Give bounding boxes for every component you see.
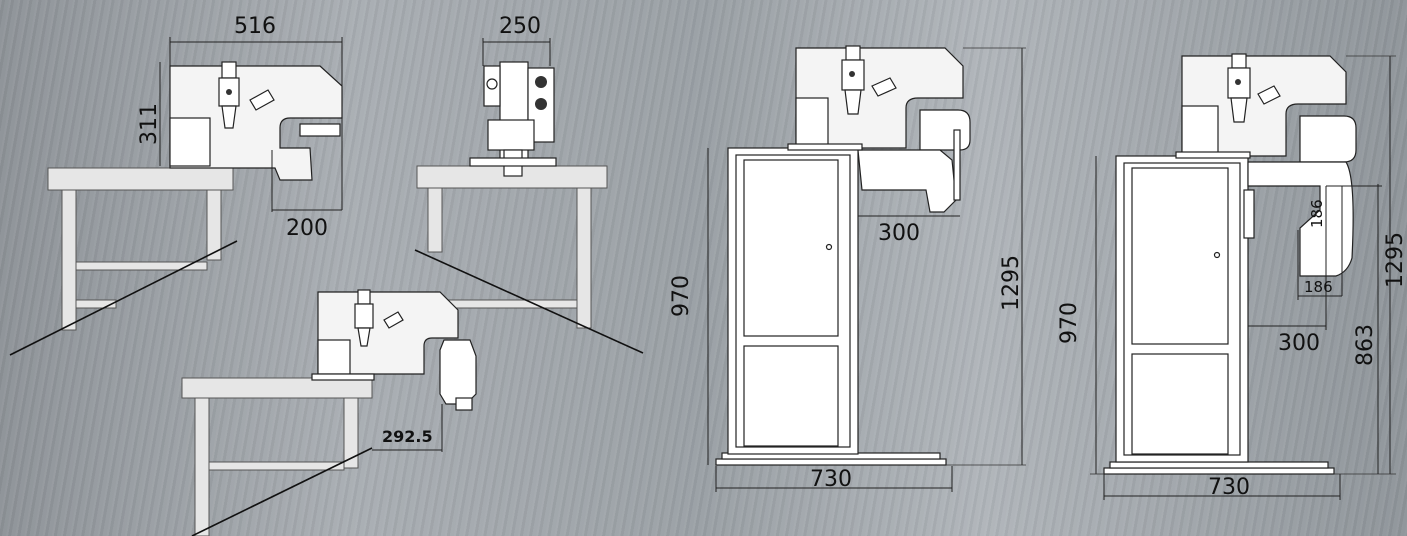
table-leg [194, 397, 210, 536]
machine-body [169, 65, 343, 181]
machine-base [469, 157, 557, 167]
dim-label: 863 [1353, 324, 1378, 366]
gauge-icon [486, 78, 498, 90]
table-leg [61, 189, 77, 331]
table-top [47, 167, 234, 191]
dim-label: 300 [878, 221, 920, 246]
machine-body [1181, 55, 1347, 157]
base-plate [715, 458, 947, 466]
dim-label: 186 [1304, 278, 1333, 296]
table-top [181, 377, 373, 399]
valve [383, 311, 404, 329]
cut-line [414, 249, 644, 354]
lower-horn [857, 149, 957, 213]
dim-label: 311 [137, 103, 162, 145]
gauge-icon [1235, 79, 1241, 85]
view-stand-left: 730 970 1295 300 [669, 45, 1026, 492]
view-offset-table: 292.5 [181, 289, 477, 536]
cylinder-cap [1231, 53, 1247, 69]
view-side-table: 516 311 200 [9, 14, 343, 356]
cabinet-door-lower [1131, 353, 1229, 455]
rod [953, 129, 961, 201]
table-rail [208, 461, 345, 471]
mount-plate [1175, 151, 1251, 159]
table-rail [75, 261, 208, 271]
dim-label: 292.5 [382, 427, 433, 446]
dim-label: 1295 [999, 255, 1024, 311]
cylinder [354, 303, 374, 329]
knob-icon [535, 76, 547, 88]
dim-label: 730 [810, 467, 852, 492]
lower-arm [299, 123, 341, 137]
machine-body [317, 291, 459, 375]
table-rail [75, 299, 117, 309]
machine-base [1181, 105, 1219, 155]
base-frame [1109, 461, 1329, 469]
table-rail [441, 299, 578, 309]
valve [249, 89, 275, 111]
cylinder-cap [221, 61, 237, 79]
gauge-icon [849, 71, 855, 77]
dim-label: 200 [286, 216, 328, 241]
cylinder-cap [845, 45, 861, 61]
cabinet-door-upper [743, 159, 839, 337]
offset-head [919, 109, 971, 151]
machine-base [795, 97, 829, 147]
electrode [221, 105, 237, 129]
table-leg [576, 187, 592, 329]
cut-line [9, 240, 238, 356]
electrode-lower [455, 397, 473, 411]
offset-head [439, 339, 477, 405]
mount-plate [311, 373, 375, 381]
mount-plate [787, 143, 863, 151]
electrode [1230, 97, 1248, 123]
knob-icon [535, 98, 547, 110]
gauge-icon [226, 89, 232, 95]
cylinder-cap [357, 289, 371, 305]
valve [871, 77, 897, 97]
dim-label: 1295 [1383, 232, 1407, 288]
dim-label: 970 [669, 275, 694, 317]
table-leg [427, 187, 443, 253]
lower-horn [1247, 161, 1354, 277]
machine-base [317, 339, 351, 375]
door-knob-icon [825, 243, 833, 251]
table-leg [206, 189, 222, 261]
side-handle [1243, 189, 1255, 239]
cabinet-door-lower [743, 345, 839, 447]
valve [1257, 85, 1281, 105]
door-knob-icon [1213, 251, 1221, 259]
machine-body [795, 47, 964, 149]
dim-label: 730 [1208, 475, 1250, 500]
table-leg [343, 397, 359, 469]
machine-base [169, 117, 211, 167]
electrode [357, 327, 371, 347]
cut-line [191, 447, 373, 536]
electrode [844, 89, 862, 115]
dim-label: 970 [1057, 302, 1082, 344]
view-front-table: 250 [414, 14, 644, 354]
dim-label: 516 [234, 14, 276, 39]
dim-label: 250 [499, 14, 541, 39]
base-plate [1103, 467, 1335, 475]
view-stand-right: 730 970 1295 863 300 186 186 [1057, 53, 1407, 500]
cabinet-door-upper [1131, 167, 1229, 345]
machine-lower [487, 119, 535, 151]
dim-label: 300 [1278, 331, 1320, 356]
offset-head [1299, 115, 1357, 163]
dim-label: 186 [1308, 199, 1326, 228]
